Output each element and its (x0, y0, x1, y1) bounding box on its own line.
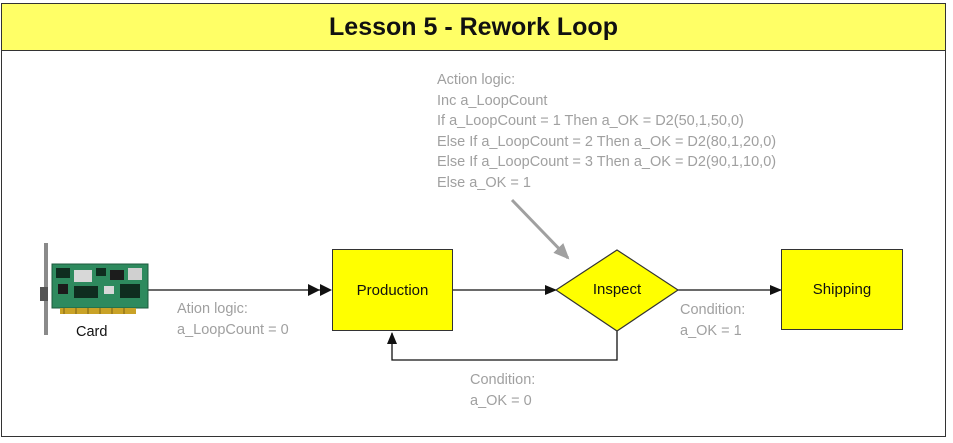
ation-logic-annotation: Ation logic: a_LoopCount = 0 (177, 299, 289, 340)
ation-logic-line: a_LoopCount = 0 (177, 321, 289, 338)
action-logic-line: If a_LoopCount = 1 Then a_OK = D2(50,1,5… (437, 113, 744, 129)
condition-line: a_OK = 1 (680, 322, 742, 339)
production-node[interactable]: Production (332, 249, 453, 331)
double-arrowhead (308, 284, 332, 296)
condition-loop-annotation: Condition: a_OK = 0 (470, 370, 535, 411)
card-label: Card (76, 324, 108, 340)
action-logic-annotation: Action logic: Inc a_LoopCount If a_LoopC… (437, 70, 776, 193)
diagram-title: Lesson 5 - Rework Loop (329, 12, 618, 41)
network-card-icon[interactable] (40, 243, 149, 335)
condition-line: Condition: (680, 302, 746, 318)
action-logic-line: Inc a_LoopCount (437, 92, 548, 109)
action-logic-line: Else If a_LoopCount = 3 Then a_OK = D2(9… (437, 154, 777, 170)
title-bar: Lesson 5 - Rework Loop (2, 4, 945, 51)
diagram-frame: Lesson 5 - Rework Loop (1, 3, 946, 437)
inspect-label: Inspect (592, 281, 642, 298)
inspect-diamond[interactable] (554, 249, 680, 332)
action-logic-line: Action logic: (437, 72, 516, 88)
condition-line: Condition: (470, 372, 536, 388)
production-label: Production (356, 281, 429, 299)
action-logic-line: Else a_OK = 1 (437, 174, 531, 191)
condition-ship-annotation: Condition: a_OK = 1 (680, 300, 745, 341)
ation-logic-line: Ation logic: (177, 301, 248, 317)
condition-line: a_OK = 0 (470, 392, 532, 409)
connector-rework-loop (387, 331, 618, 361)
shipping-label: Shipping (812, 281, 872, 298)
action-logic-line: Else If a_LoopCount = 2 Then a_OK = D2(8… (437, 133, 777, 150)
shipping-node[interactable]: Shipping (781, 249, 903, 330)
annotation-pointer-arrow (510, 198, 570, 260)
